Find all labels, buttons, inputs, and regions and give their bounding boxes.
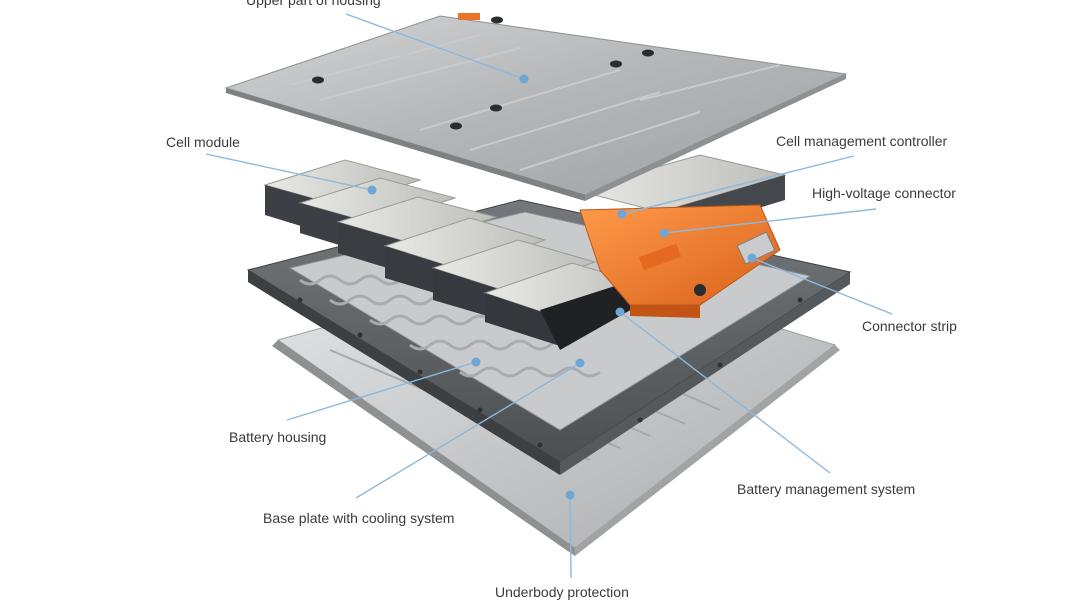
leader-dots: [367, 74, 757, 500]
upper-housing-part: [224, 13, 848, 201]
leader-base-plate: [355, 362, 581, 499]
label-base-plate: Base plate with cooling system: [263, 510, 455, 526]
label-battery-management-system: Battery management system: [737, 481, 916, 497]
leader-cell-module: [205, 153, 373, 191]
leader-underbody-protection: [569, 494, 572, 579]
leader-battery-management-system: [619, 311, 831, 474]
leader-connector-strip: [751, 257, 893, 315]
label-upper-housing: Upper part of housing: [246, 0, 381, 8]
leader-high-voltage-connector: [663, 208, 877, 234]
label-cell-management-controller: Cell management controller: [776, 133, 948, 149]
leader-lines: [205, 13, 893, 579]
label-connector-strip: Connector strip: [862, 318, 957, 334]
leader-battery-housing: [286, 361, 477, 421]
label-high-voltage-connector: High-voltage connector: [812, 185, 956, 201]
orange-harness-part: [579, 204, 781, 318]
leader-upper-housing: [345, 13, 525, 80]
leader-cell-management-controller: [621, 155, 855, 215]
label-cell-module: Cell module: [166, 134, 240, 150]
label-battery-housing: Battery housing: [229, 429, 327, 445]
label-underbody-protection: Underbody protection: [495, 584, 629, 600]
